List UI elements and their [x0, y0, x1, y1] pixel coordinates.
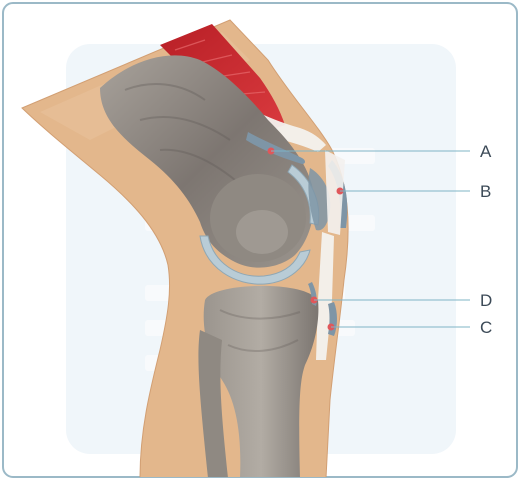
patella — [308, 168, 331, 231]
label-d: D — [480, 291, 492, 310]
label-c: C — [480, 318, 492, 337]
patellar-tendon — [316, 232, 334, 360]
fibula — [198, 330, 228, 477]
muscle-fibers — [174, 39, 266, 96]
condyle-highlight — [236, 210, 288, 254]
tibia — [203, 285, 319, 477]
femur-texture — [124, 83, 236, 181]
label-b: B — [480, 182, 491, 201]
prepatellar-tissue — [325, 150, 345, 235]
tibia-texture — [219, 309, 301, 352]
articular-cartilage — [199, 235, 311, 285]
label-a: A — [480, 142, 492, 161]
bursa-a — [246, 132, 305, 164]
bursa-b — [328, 160, 348, 228]
